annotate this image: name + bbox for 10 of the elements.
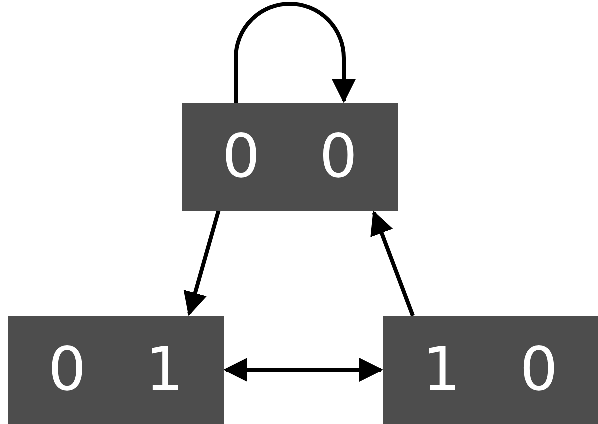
state-label: 0 1 (48, 340, 184, 400)
arrow (224, 358, 384, 382)
arrow (370, 210, 415, 317)
state-box (8, 316, 224, 424)
state-label: 1 0 (422, 340, 558, 400)
arrow (234, 2, 356, 104)
state-box (383, 316, 598, 424)
state-box (182, 103, 398, 211)
state-label: 0 0 (222, 127, 358, 187)
arrow (184, 210, 221, 316)
